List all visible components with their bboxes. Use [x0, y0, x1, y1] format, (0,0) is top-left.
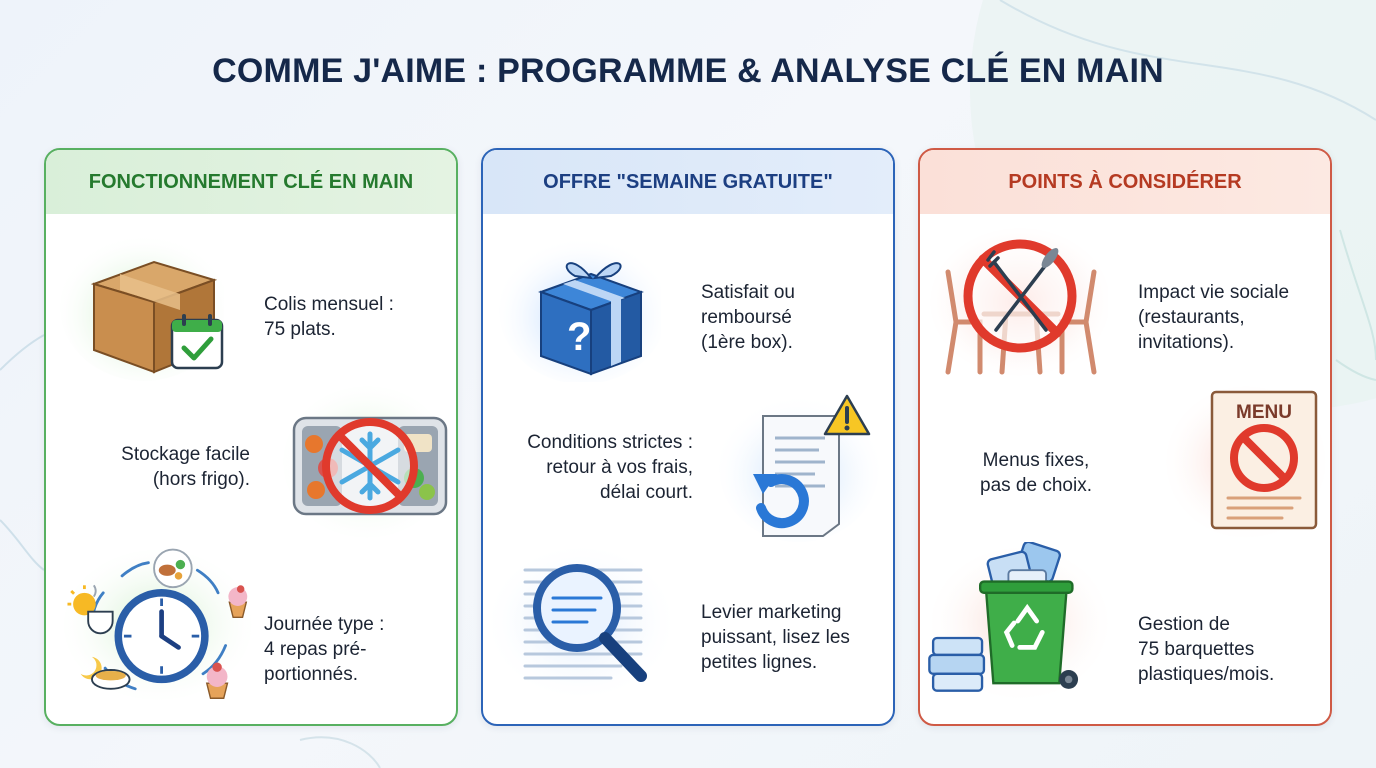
- panel-points-to-consider: POINTS À CONSIDÉRER Impact vie sociale (…: [918, 148, 1332, 726]
- list-item: Impact vie sociale (restaurants, invitat…: [920, 222, 1330, 382]
- panel-header: FONCTIONNEMENT CLÉ EN MAIN: [46, 150, 456, 214]
- no-freezer-meal-tray-icon: [283, 386, 451, 538]
- document-warning-return-icon: [719, 394, 879, 542]
- no-dining-out-icon: [930, 228, 1108, 376]
- panel-header: POINTS À CONSIDÉRER: [920, 150, 1330, 214]
- package-calendar-icon: [60, 233, 224, 381]
- item-text: Menus fixes, pas de choix.: [980, 450, 1092, 496]
- svg-text:?: ?: [567, 315, 591, 359]
- item-text: Impact vie sociale (restaurants, invitat…: [1138, 282, 1290, 353]
- item-text: Conditions strictes : retour à vos frais…: [527, 432, 693, 503]
- list-item: Colis mensuel : 75 plats.: [46, 222, 456, 382]
- list-item: Stockage facile (hors frigo).: [46, 382, 456, 542]
- fixed-menu-forbidden-icon: MENU: [1166, 386, 1326, 538]
- panel-header: OFFRE "SEMAINE GRATUITE": [483, 150, 893, 214]
- item-text: Gestion de 75 barquettes plastiques/mois…: [1138, 614, 1275, 685]
- item-text: Colis mensuel : 75 plats.: [264, 294, 394, 340]
- list-item: Menus fixes, pas de choix. MENU: [920, 382, 1330, 542]
- list-item: Levier marketing puissant, lisez les pet…: [483, 542, 893, 702]
- item-text: Satisfait ou remboursé (1ère box).: [701, 282, 795, 353]
- list-item: ? Satisfait ou remboursé (1ère box).: [483, 222, 893, 382]
- item-text: Stockage facile (hors frigo).: [121, 444, 250, 490]
- item-text: Levier marketing puissant, lisez les pet…: [701, 602, 850, 673]
- panel-free-week-offer: OFFRE "SEMAINE GRATUITE" ? Satisfait ou …: [481, 148, 895, 726]
- menu-label: MENU: [1236, 402, 1292, 423]
- mystery-gift-box-icon: ?: [499, 236, 661, 382]
- magnifier-fine-print-icon: [491, 548, 671, 696]
- page-title: COMME J'AIME : PROGRAMME & ANALYSE CLÉ E…: [212, 52, 1164, 90]
- item-text: Journée type : 4 repas pré- portionnés.: [264, 614, 385, 685]
- list-item: Journée type : 4 repas pré- portionnés.: [46, 542, 456, 702]
- daily-meal-clock-icon: [63, 548, 252, 701]
- list-item: Conditions strictes : retour à vos frais…: [483, 382, 893, 542]
- list-item: Gestion de 75 barquettes plastiques/mois…: [920, 542, 1330, 702]
- plastic-recycling-bin-icon: [928, 542, 1109, 699]
- panel-turnkey-operation: FONCTIONNEMENT CLÉ EN MAIN Colis mensuel…: [44, 148, 458, 726]
